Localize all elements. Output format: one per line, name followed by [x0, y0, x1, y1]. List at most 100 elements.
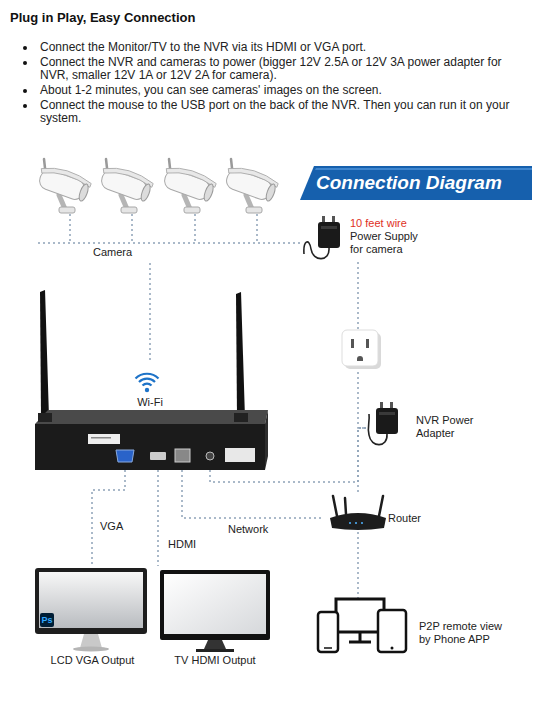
box-label: Power Supply for camera	[350, 230, 426, 256]
camera-icon	[139, 183, 152, 202]
tv-icon	[160, 570, 270, 652]
devices-icon	[349, 641, 371, 644]
dotted-connector	[358, 428, 366, 492]
wifi-icon	[136, 374, 159, 379]
camera-icon	[59, 207, 75, 213]
wall-outlet-icon	[342, 330, 378, 366]
devices-icon	[378, 610, 406, 652]
instruction-list: Connect the Monitor/TV to the NVR via it…	[40, 41, 530, 127]
dotted-connector	[157, 470, 159, 566]
router-icon	[355, 522, 357, 524]
camera-icon	[97, 162, 154, 203]
box-text-area: LCD VGA Output	[30, 566, 155, 667]
power-adapter-icon	[379, 412, 395, 415]
wall-outlet-icon	[351, 339, 354, 348]
instruction-text: Connect the NVR and cameras to power (bi…	[40, 56, 530, 82]
remote-view-box: P2P remote view by Phone APP	[315, 598, 530, 664]
nvr-recorder	[88, 434, 120, 444]
nvr-recorder	[35, 410, 268, 424]
nvr-recorder	[206, 452, 214, 460]
camera-icon	[35, 162, 92, 203]
lcd-monitor-icon	[73, 647, 109, 652]
nvr-recorder	[150, 452, 166, 460]
nvr-recorder	[234, 413, 248, 422]
bullet-item: Connect the mouse to the USB port on the…	[40, 99, 530, 125]
nvr-recorder	[225, 448, 255, 462]
camera-icon	[202, 183, 215, 202]
box-label: P2P remote view by Phone APP	[419, 620, 509, 646]
tv-icon	[160, 570, 270, 640]
box-text-area: P2P remote view by Phone APP	[419, 598, 509, 646]
tv-box: TV HDMI Output	[155, 566, 275, 670]
nvr-recorder	[35, 290, 268, 470]
router-icon	[333, 496, 337, 516]
camera-icon	[160, 162, 217, 203]
dotted-connector	[357, 532, 359, 598]
app-icon-text: Ps	[40, 613, 54, 627]
power-adapter-icon	[368, 402, 398, 445]
devices-icon	[318, 599, 406, 652]
tv-icon	[204, 640, 226, 649]
box-text-area: Wi-Fi	[35, 360, 265, 409]
camera-icon	[222, 162, 279, 203]
wall-outlet-icon	[342, 330, 381, 369]
lcd-monitor-icon	[35, 568, 147, 652]
power-adapter-icon	[332, 216, 335, 223]
box-label: LCD VGA Output	[30, 654, 155, 667]
box-label: Router	[388, 512, 434, 525]
power-adapter-icon	[304, 216, 340, 259]
box-text-area: TV HDMI Output	[155, 566, 275, 667]
power-adapter-icon	[318, 222, 340, 248]
bullet-item: Connect the Monitor/TV to the NVR via it…	[40, 41, 530, 54]
router-icon	[345, 498, 346, 514]
tv-icon	[164, 574, 266, 634]
connection-label: Network	[226, 523, 270, 536]
bullet-dot	[23, 61, 27, 65]
power-adapter-icon	[380, 402, 383, 409]
nvr-recorder	[91, 437, 111, 439]
lcd-monitor-icon	[80, 634, 102, 648]
bullet-dot	[23, 104, 27, 108]
nvr-recorder	[40, 290, 49, 418]
router-icon	[361, 522, 363, 524]
power-adapter-icon	[368, 414, 387, 445]
lcd-monitor-icon	[39, 572, 143, 628]
camera-bus-line	[194, 214, 196, 243]
router-icon	[379, 496, 383, 516]
camera-icon	[77, 183, 90, 202]
tv-icon	[196, 649, 234, 652]
lcd-monitor-icon	[35, 568, 147, 634]
instruction-text: About 1-2 minutes, you can see cameras' …	[40, 84, 530, 97]
camera-bus-line	[69, 214, 71, 243]
camera-icon	[246, 207, 262, 213]
box-text-area: NVR Power Adapter	[416, 400, 496, 440]
devices-icon	[324, 647, 332, 649]
camera-icon	[222, 159, 279, 213]
power-adapter-icon	[321, 226, 337, 229]
wifi-icon	[145, 388, 149, 392]
dotted-connector	[182, 470, 322, 518]
bullet-item: About 1-2 minutes, you can see cameras' …	[40, 84, 530, 97]
bullet-dot	[23, 89, 27, 93]
router-icon	[330, 513, 386, 530]
nvr-power-adapter: NVR Power Adapter	[366, 400, 506, 455]
camera-bus-line	[256, 214, 258, 243]
dotted-connector	[92, 470, 125, 566]
camera-icon	[184, 207, 200, 213]
nvr-recorder	[116, 450, 134, 462]
connection-label: HDMI	[166, 538, 198, 551]
camera-bus-line	[38, 214, 285, 243]
box-text-area: Router	[388, 492, 434, 525]
devices-icon	[359, 632, 362, 641]
banner-shape	[315, 168, 532, 170]
wall-outlet-icon	[366, 339, 369, 348]
camera-icon	[264, 183, 277, 202]
box-text-area: Connection Diagram	[316, 166, 528, 194]
connection-label: VGA	[98, 520, 125, 533]
power-adapter-icon	[376, 408, 398, 434]
bullet-dot	[23, 46, 27, 50]
nvr-recorder	[175, 449, 190, 462]
dotted-connector	[149, 263, 151, 360]
router-box: Router	[322, 492, 434, 532]
router-icon	[330, 496, 386, 530]
